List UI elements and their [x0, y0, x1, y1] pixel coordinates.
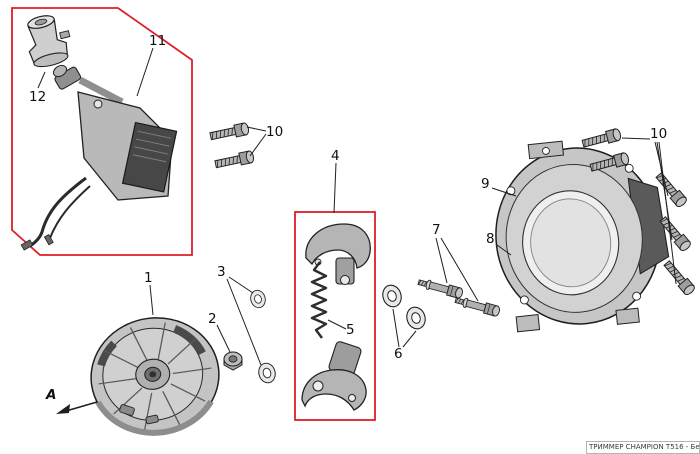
- part-label-4: 4: [331, 148, 340, 164]
- clutch-shoe-bottom: [301, 341, 367, 411]
- part-label-10-right: 10: [650, 126, 667, 142]
- diagram-caption: ТРИММЕР CHAMPION T516 - Бенз: [586, 441, 700, 454]
- view-a-arrow: [56, 401, 98, 414]
- part-label-5: 5: [346, 322, 355, 338]
- part-label-9: 9: [481, 176, 490, 192]
- part-label-7: 7: [432, 222, 441, 238]
- fan-housing: [495, 140, 670, 333]
- part-label-6: 6: [394, 346, 403, 362]
- spark-plug-cap: [27, 15, 71, 68]
- flywheel: [90, 317, 220, 436]
- part-label-8: 8: [486, 231, 495, 247]
- washer-pair-flywheel: [248, 288, 278, 386]
- bolt-pair-left: [208, 121, 256, 171]
- leader-lines: [37, 47, 677, 366]
- part-label-12: 12: [29, 89, 46, 105]
- part-label-1: 1: [144, 270, 153, 286]
- ignition-coil: [20, 64, 178, 251]
- screw-pair: [416, 276, 502, 318]
- ignition-group-highlight-outline: [11, 7, 193, 256]
- part-label-11: 11: [149, 33, 166, 49]
- nut: [223, 351, 243, 371]
- part-label-3: 3: [217, 264, 226, 280]
- part-label-2: 2: [208, 311, 217, 327]
- washer-pair-clutch: [379, 282, 429, 332]
- clutch-shoe-top: [305, 223, 371, 285]
- clutch-spring: [310, 261, 328, 339]
- part-label-10-left: 10: [266, 124, 283, 140]
- view-a-label: A: [45, 387, 56, 403]
- clutch-group-highlight-outline: [294, 211, 376, 421]
